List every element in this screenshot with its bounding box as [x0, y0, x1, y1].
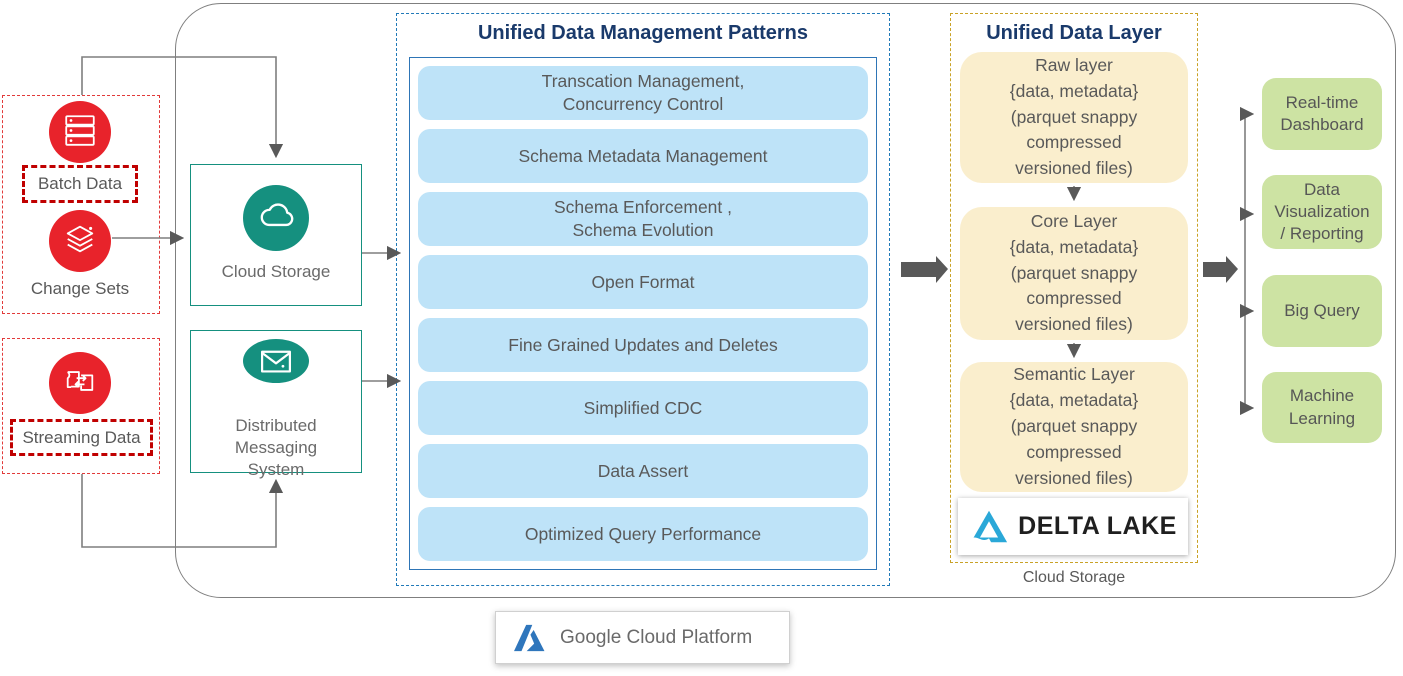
data-layer-section-border	[950, 13, 1198, 563]
batch-data-text: Batch Data	[37, 174, 123, 193]
platform-label: Google Cloud Platform	[560, 626, 753, 648]
messaging-system-box: Distributed Messaging System	[190, 330, 362, 479]
streaming-sources-group	[2, 338, 160, 474]
data-layer-title: Unified Data Layer	[950, 22, 1198, 45]
server-stack-icon	[62, 112, 98, 153]
google-cloud-platform-badge: Google Cloud Platform	[495, 611, 790, 664]
pattern-item-simplified-cdc: Simplified CDC	[418, 381, 868, 435]
delta-lake-wordmark: DELTA LAKE	[1018, 512, 1177, 540]
change-sets-label: Change Sets	[0, 279, 160, 299]
pattern-item-optimized-query: Optimized Query Performance	[418, 507, 868, 561]
streaming-data-node	[49, 352, 111, 414]
core-layer-box: Core Layer {data, metadata} (parquet sna…	[960, 207, 1188, 340]
data-layer-title-text: Unified Data Layer	[986, 22, 1162, 44]
data-layer-caption: Cloud Storage	[950, 569, 1198, 587]
batch-data-label: Batch Data	[22, 165, 138, 203]
patterns-title-text: Unified Data Management Patterns	[477, 22, 809, 44]
data-layer-caption-text: Cloud Storage	[1022, 569, 1126, 586]
streaming-data-label: Streaming Data	[10, 419, 153, 456]
messaging-system-label: Distributed Messaging System	[235, 393, 317, 481]
patterns-section-border	[396, 13, 890, 586]
platform-boundary-frame	[175, 3, 1396, 598]
cloud-icon	[243, 185, 309, 251]
pattern-item-schema-metadata: Schema Metadata Management	[418, 129, 868, 183]
pattern-item-transaction: Transcation Management, Concurrency Cont…	[418, 66, 868, 120]
cloud-storage-text: Cloud Storage	[221, 262, 331, 281]
semantic-layer-box: Semantic Layer {data, metadata} (parquet…	[960, 362, 1188, 492]
delta-lake-icon	[969, 508, 1009, 545]
consumer-machine-learning: Machine Learning	[1262, 372, 1382, 443]
delta-lake-logo: DELTA LAKE	[958, 498, 1188, 555]
streaming-icon	[61, 362, 99, 405]
pattern-item-fine-grained: Fine Grained Updates and Deletes	[418, 318, 868, 372]
cloud-storage-label: Cloud Storage	[222, 261, 331, 283]
pattern-item-schema-enforcement: Schema Enforcement , Schema Evolution	[418, 192, 868, 246]
batch-data-node	[49, 101, 111, 163]
pattern-item-open-format: Open Format	[418, 255, 868, 309]
azure-icon	[512, 623, 546, 653]
raw-layer-box: Raw layer {data, metadata} (parquet snap…	[960, 52, 1188, 183]
consumer-data-visualization: Data Visualization / Reporting	[1262, 175, 1382, 249]
envelope-icon	[243, 339, 309, 383]
layers-icon	[61, 220, 99, 263]
patterns-section-title: Unified Data Management Patterns	[396, 22, 890, 45]
patterns-list: Transcation Management, Concurrency Cont…	[409, 57, 877, 570]
change-sets-node	[49, 210, 111, 272]
batch-sources-group	[2, 95, 160, 314]
consumer-realtime-dashboard: Real-time Dashboard	[1262, 78, 1382, 150]
pattern-item-data-assert: Data Assert	[418, 444, 868, 498]
streaming-data-text: Streaming Data	[22, 427, 141, 447]
change-sets-text: Change Sets	[30, 279, 130, 298]
cloud-storage-box: Cloud Storage	[190, 164, 362, 306]
messaging-system-text: Distributed Messaging System	[234, 416, 318, 480]
consumer-big-query: Big Query	[1262, 275, 1382, 347]
